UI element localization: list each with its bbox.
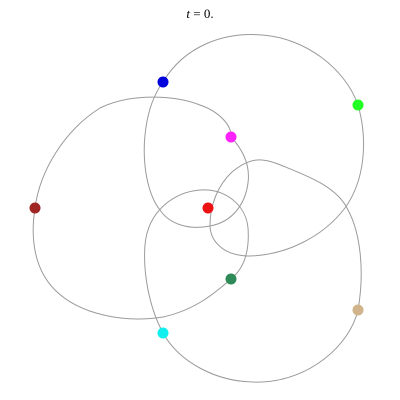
time-variable: t [186,6,190,21]
orbit-points [29,76,364,339]
particle-magenta [225,131,237,143]
time-caption: t = 0. [186,6,213,21]
orbit-curves [32,34,365,383]
particle-red [202,202,214,214]
particle-brown [29,202,41,214]
particle-cyan [157,327,169,339]
particle-green [352,99,364,111]
particle-dark-green [225,273,237,285]
particle-blue [157,76,169,88]
particle-tan [352,304,364,316]
orbit-curve-top [32,34,365,383]
time-value: = 0. [190,6,214,21]
